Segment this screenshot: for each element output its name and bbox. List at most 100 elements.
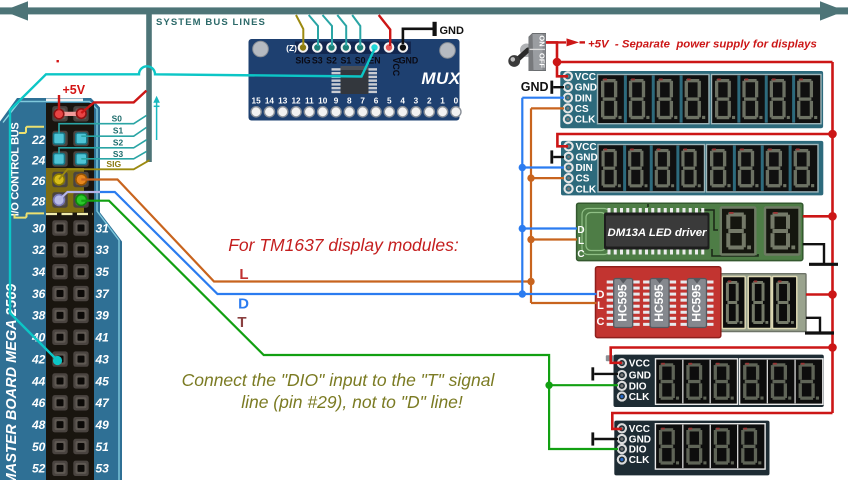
svg-text:41: 41 — [95, 331, 110, 345]
svg-text:GND: GND — [576, 153, 598, 164]
svg-text:HC595: HC595 — [652, 284, 666, 322]
svg-text:SIG: SIG — [295, 56, 310, 66]
svg-text:DIO: DIO — [629, 445, 647, 456]
svg-text:10: 10 — [318, 97, 328, 106]
svg-text:S2: S2 — [326, 56, 337, 66]
svg-text:GND: GND — [399, 56, 419, 66]
svg-text:37: 37 — [96, 287, 111, 301]
svg-text:44: 44 — [31, 374, 46, 388]
svg-text:5: 5 — [387, 97, 392, 106]
svg-text:S0: S0 — [112, 114, 123, 124]
svg-text:GND: GND — [629, 371, 651, 382]
svg-text:4: 4 — [400, 97, 405, 106]
svg-text:32: 32 — [32, 243, 46, 257]
svg-text:12: 12 — [292, 97, 302, 106]
svg-text:26: 26 — [31, 174, 46, 188]
svg-text:S0: S0 — [355, 56, 366, 66]
svg-text:S3: S3 — [312, 56, 323, 66]
svg-text:HC595: HC595 — [690, 284, 704, 322]
svg-text:DM13A LED driver: DM13A LED driver — [608, 227, 708, 239]
svg-text:VCC: VCC — [391, 58, 401, 77]
svg-text:S1: S1 — [113, 126, 124, 136]
svg-text:33: 33 — [96, 243, 110, 257]
svg-text:15: 15 — [252, 97, 262, 106]
svg-text:MASTER BOARD MEGA 2569: MASTER BOARD MEGA 2569 — [4, 284, 20, 480]
svg-text:DIN: DIN — [575, 93, 592, 104]
svg-text:MUX: MUX — [421, 69, 461, 88]
svg-text:Connect the "DIO" input to the: Connect the "DIO" input to the "T" signa… — [182, 370, 496, 390]
svg-text:CLK: CLK — [575, 115, 596, 126]
svg-text:SYSTEM BUS LINES: SYSTEM BUS LINES — [156, 17, 266, 28]
svg-text:3: 3 — [414, 97, 419, 106]
svg-text:CLK: CLK — [629, 455, 650, 466]
svg-text:S1: S1 — [341, 56, 352, 66]
svg-text:28: 28 — [31, 195, 46, 209]
svg-text:S2: S2 — [113, 138, 124, 148]
svg-text:VCC: VCC — [576, 142, 597, 153]
svg-text:CLK: CLK — [629, 392, 650, 403]
svg-text:39: 39 — [96, 309, 110, 323]
svg-text:47: 47 — [95, 396, 111, 410]
svg-text:D: D — [238, 296, 249, 313]
svg-text:43: 43 — [95, 352, 110, 366]
svg-text:9: 9 — [334, 97, 339, 106]
svg-text:line (pin #29), not to "D" lin: line (pin #29), not to "D" line! — [241, 392, 463, 412]
svg-text:OFF: OFF — [538, 53, 547, 68]
svg-text:50: 50 — [32, 440, 46, 454]
svg-text:For TM1637 display modules:: For TM1637 display modules: — [228, 235, 459, 255]
svg-text:0: 0 — [454, 97, 459, 106]
svg-text:D: D — [577, 225, 584, 236]
svg-text:51: 51 — [96, 440, 110, 454]
svg-text:D: D — [597, 289, 605, 301]
svg-text:7: 7 — [360, 97, 365, 106]
svg-text:49: 49 — [95, 418, 110, 432]
svg-text:2: 2 — [427, 97, 432, 106]
svg-text:52: 52 — [32, 462, 46, 476]
svg-text:46: 46 — [31, 396, 46, 410]
svg-text:6: 6 — [374, 97, 379, 106]
svg-text:42: 42 — [31, 352, 46, 366]
svg-text:DIO: DIO — [629, 382, 647, 393]
svg-text:48: 48 — [31, 418, 46, 432]
svg-text:30: 30 — [32, 221, 46, 235]
svg-text:VCC: VCC — [629, 359, 650, 370]
svg-text:31: 31 — [96, 221, 110, 235]
svg-text:38: 38 — [32, 309, 46, 323]
svg-text:VCC: VCC — [575, 72, 596, 83]
svg-text:L: L — [597, 300, 604, 312]
svg-text:40: 40 — [31, 331, 46, 345]
svg-text:GND: GND — [440, 25, 465, 37]
svg-text:24: 24 — [31, 153, 46, 167]
svg-text:EN: EN — [368, 56, 380, 66]
svg-text:L: L — [578, 236, 584, 247]
svg-text:CLK: CLK — [576, 184, 597, 195]
svg-text:35: 35 — [96, 265, 110, 279]
svg-text:C: C — [597, 316, 605, 328]
svg-text:45: 45 — [95, 374, 110, 388]
svg-text:GND: GND — [521, 80, 549, 94]
svg-text:14: 14 — [265, 97, 275, 106]
svg-text:1: 1 — [440, 97, 445, 106]
svg-text:22: 22 — [31, 133, 46, 147]
svg-text:L: L — [239, 266, 248, 283]
svg-text:I/O CONTROL BUS: I/O CONTROL BUS — [10, 123, 22, 217]
svg-text:13: 13 — [278, 97, 288, 106]
svg-text:HC595: HC595 — [616, 284, 630, 322]
svg-text:(Z): (Z) — [286, 43, 297, 53]
svg-text:34: 34 — [32, 265, 46, 279]
svg-text:T: T — [237, 314, 246, 331]
svg-text:GND: GND — [629, 435, 651, 446]
svg-text:VCC: VCC — [629, 424, 650, 435]
svg-text:+5V: +5V — [63, 83, 86, 97]
svg-text:ON: ON — [538, 35, 547, 46]
svg-text:53: 53 — [96, 462, 110, 476]
svg-text:GND: GND — [575, 83, 597, 94]
svg-text:C: C — [577, 249, 584, 260]
svg-text:11: 11 — [305, 97, 314, 106]
svg-text:SIG: SIG — [106, 159, 121, 169]
svg-text:CS: CS — [575, 104, 589, 115]
svg-text:S3: S3 — [113, 149, 124, 159]
svg-text:DIN: DIN — [576, 163, 593, 174]
svg-text:+5V - Separate power supply: +5V - Separate power supply for displays — [588, 38, 817, 50]
svg-text:CS: CS — [576, 174, 590, 185]
